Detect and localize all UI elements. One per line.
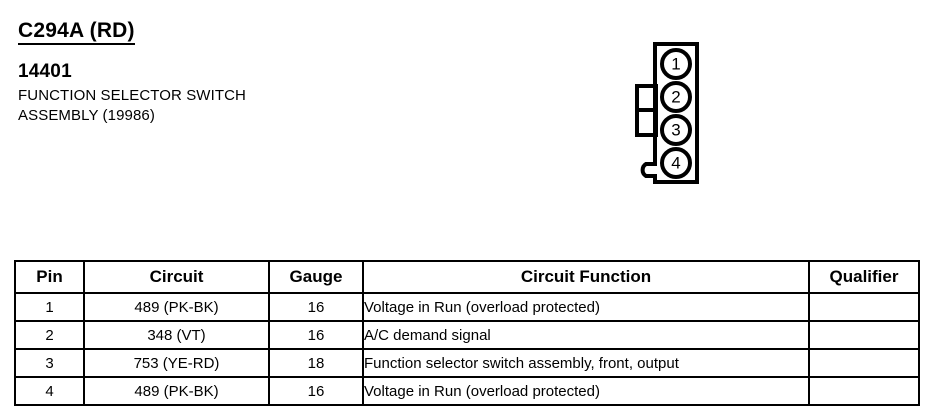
connector-pin-3-label: 3: [671, 121, 680, 140]
connector-pin-4-label: 4: [671, 154, 680, 173]
connector-pin-2: 2: [660, 81, 692, 113]
cell-pin: 3: [14, 348, 85, 378]
column-header-function: Circuit Function: [362, 260, 810, 294]
cell-qualifier: [808, 376, 920, 406]
table-header-row: Pin Circuit Gauge Circuit Function Quali…: [14, 260, 920, 294]
cell-gauge: 16: [268, 320, 364, 350]
connector-pin-3: 3: [660, 114, 692, 146]
cell-function: A/C demand signal: [362, 320, 810, 350]
component-description-line-1: FUNCTION SELECTOR SWITCH: [18, 86, 246, 104]
cell-circuit: 489 (PK-BK): [83, 376, 270, 406]
connector-pin-4: 4: [660, 147, 692, 179]
page-title: C294A (RD): [18, 19, 135, 46]
column-header-pin: Pin: [14, 260, 85, 294]
column-header-circuit: Circuit: [83, 260, 270, 294]
cell-gauge: 18: [268, 348, 364, 378]
cell-pin: 4: [14, 376, 85, 406]
connector-body-outline: [640, 42, 699, 184]
cell-function: Voltage in Run (overload protected): [362, 292, 810, 322]
table-row: 3 753 (YE-RD) 18 Function selector switc…: [14, 348, 920, 378]
connector-header: C294A (RD) 14401 FUNCTION SELECTOR SWITC…: [18, 19, 578, 126]
part-number: 14401: [18, 61, 72, 83]
cell-function: Function selector switch assembly, front…: [362, 348, 810, 378]
connector-locking-tab-lower: [635, 108, 658, 137]
table-row: 2 348 (VT) 16 A/C demand signal: [14, 320, 920, 350]
cell-pin: 2: [14, 320, 85, 350]
cell-gauge: 16: [268, 292, 364, 322]
table-row: 1 489 (PK-BK) 16 Voltage in Run (overloa…: [14, 292, 920, 322]
table-row: 4 489 (PK-BK) 16 Voltage in Run (overloa…: [14, 376, 920, 406]
connector-pin-1: 1: [660, 48, 692, 80]
cell-circuit: 489 (PK-BK): [83, 292, 270, 322]
cell-circuit: 753 (YE-RD): [83, 348, 270, 378]
connector-pin-1-label: 1: [671, 55, 680, 74]
cell-gauge: 16: [268, 376, 364, 406]
cell-pin: 1: [14, 292, 85, 322]
cell-qualifier: [808, 348, 920, 378]
connector-pin-2-label: 2: [671, 88, 680, 107]
cell-qualifier: [808, 292, 920, 322]
connector-diagram: 1 2 3 4: [624, 34, 714, 194]
cell-circuit: 348 (VT): [83, 320, 270, 350]
column-header-qualifier: Qualifier: [808, 260, 920, 294]
cell-function: Voltage in Run (overload protected): [362, 376, 810, 406]
column-header-gauge: Gauge: [268, 260, 364, 294]
pin-assignment-table: Pin Circuit Gauge Circuit Function Quali…: [14, 260, 920, 406]
component-description-line-2: ASSEMBLY (19986): [18, 107, 155, 125]
cell-qualifier: [808, 320, 920, 350]
